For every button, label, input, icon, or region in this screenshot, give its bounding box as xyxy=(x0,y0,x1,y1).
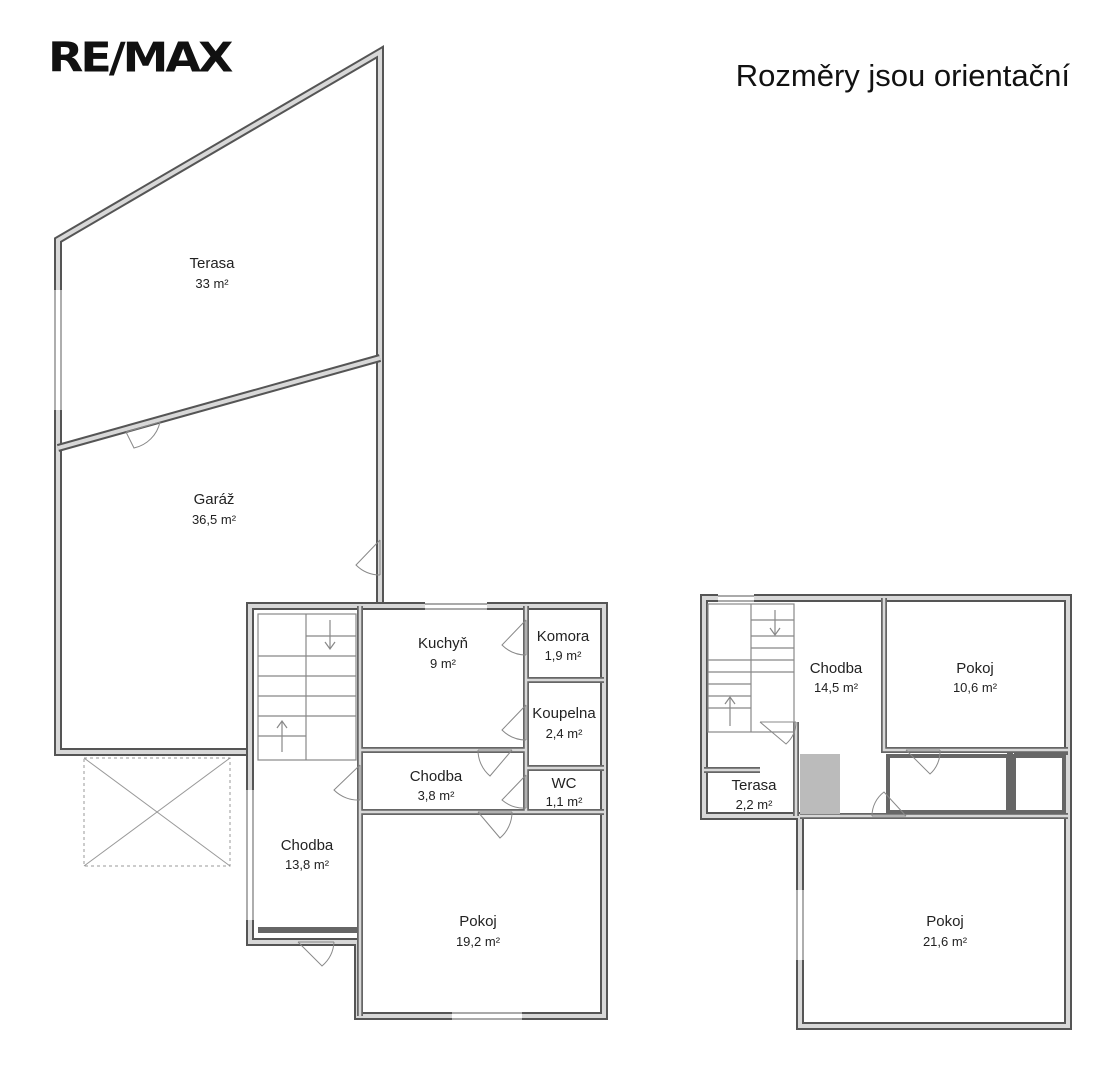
room-label-terasa-floor-2: Terasa xyxy=(731,777,777,794)
room-label-chodba-small: Chodba xyxy=(410,768,463,785)
terrace-window xyxy=(53,290,63,410)
kitchen-window xyxy=(425,601,487,611)
door-swings-floor-2 xyxy=(759,721,941,817)
disclaimer-text: Rozměry jsou orientační xyxy=(735,58,1070,93)
floor-2-outer-wall-inner xyxy=(702,596,1070,1028)
room-label-wc: WC xyxy=(552,775,577,792)
carport-outline xyxy=(83,757,231,867)
floor-2-left-window xyxy=(795,890,805,960)
storage-box xyxy=(886,754,1010,814)
room-label-chodba-floor-2: Chodba xyxy=(810,660,863,677)
room-area-pokoj: 19,2 m² xyxy=(456,934,501,949)
room-area-wc: 1,1 m² xyxy=(546,794,584,809)
room-area-terasa: 33 m² xyxy=(195,276,229,291)
floor-2-interior-walls-inner xyxy=(704,598,1068,818)
chimney-block xyxy=(800,754,840,814)
room-area-terasa-floor-2: 2,2 m² xyxy=(736,797,774,812)
room-area-chodba-large: 13,8 m² xyxy=(285,857,330,872)
room-label-pokoj-large: Pokoj xyxy=(926,913,964,930)
room-label-pokoj: Pokoj xyxy=(459,913,497,930)
room-area-garaz: 36,5 m² xyxy=(192,512,237,527)
room-area-pokoj-small: 10,6 m² xyxy=(953,680,998,695)
room-area-chodba-floor-2: 14,5 m² xyxy=(814,680,859,695)
room-window xyxy=(452,1011,522,1021)
floor-2-top-window xyxy=(718,593,754,603)
staircase-floor-2 xyxy=(707,603,795,733)
room-area-komora: 1,9 m² xyxy=(545,648,583,663)
room-label-komora: Komora xyxy=(537,628,590,645)
room-label-garaz: Garáž xyxy=(194,491,235,508)
hall-window xyxy=(245,790,255,920)
room-label-kuchyn: Kuchyň xyxy=(418,635,468,652)
room-area-pokoj-large: 21,6 m² xyxy=(923,934,968,949)
room-area-chodba-small: 3,8 m² xyxy=(418,788,456,803)
floor-1-plan: Terasa 33 m² Garáž 36,5 m² Kuchyň 9 m² K… xyxy=(53,45,608,1021)
closet-box xyxy=(1012,754,1066,814)
room-label-terasa: Terasa xyxy=(189,255,235,272)
garage-outer-wall-inner xyxy=(56,48,382,754)
door-swings-floor-1 xyxy=(125,421,527,967)
staircase-floor-1 xyxy=(257,613,357,761)
room-label-chodba-large: Chodba xyxy=(281,837,334,854)
room-area-koupelna: 2,4 m² xyxy=(546,726,584,741)
terrace-garage-wall-inner xyxy=(57,356,381,450)
interior-walls-inner xyxy=(358,606,604,1016)
room-label-koupelna: Koupelna xyxy=(532,705,596,722)
room-label-pokoj-small: Pokoj xyxy=(956,660,994,677)
floor-2-plan: Chodba 14,5 m² Pokoj 10,6 m² Terasa 2,2 … xyxy=(700,593,1072,1030)
remax-logo: RE/MAX xyxy=(48,32,233,82)
room-area-kuchyn: 9 m² xyxy=(430,656,457,671)
